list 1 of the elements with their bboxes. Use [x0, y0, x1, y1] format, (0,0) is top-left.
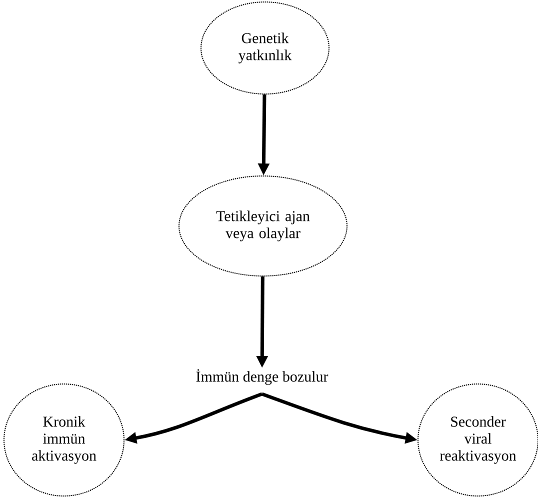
node-label: İmmün denge bozulur [196, 369, 328, 385]
